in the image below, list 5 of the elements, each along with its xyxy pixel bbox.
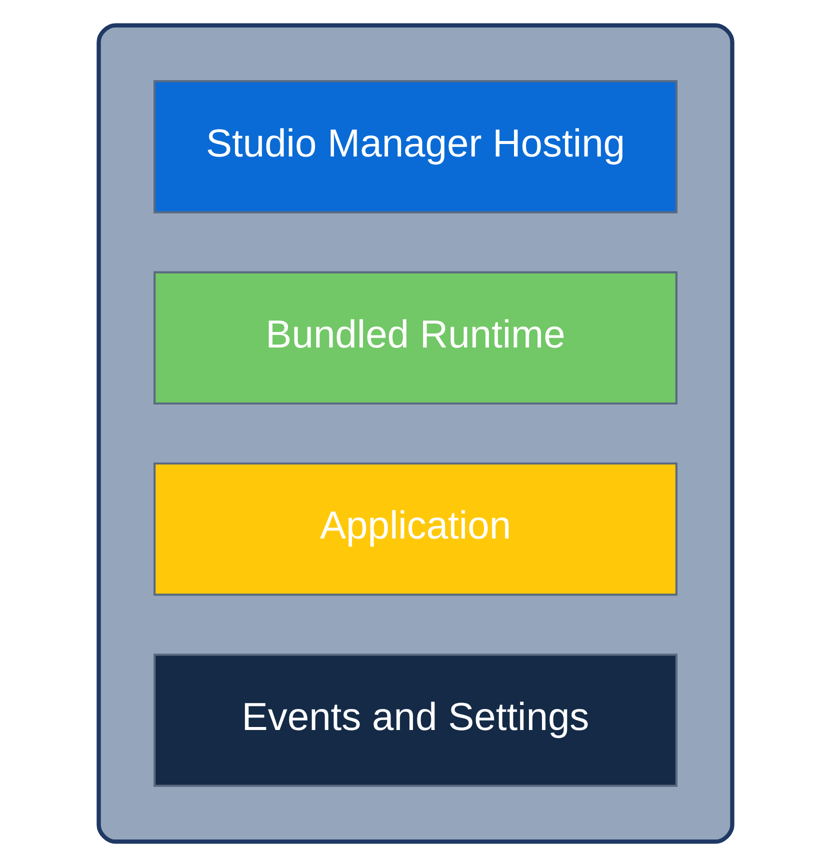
cluster: [96, 23, 734, 844]
node-box: Events and Settings: [154, 654, 678, 787]
node-box: Studio Manager Hosting: [154, 80, 678, 214]
node-box: Application: [154, 462, 678, 596]
node-box: Bundled Runtime: [154, 271, 678, 405]
